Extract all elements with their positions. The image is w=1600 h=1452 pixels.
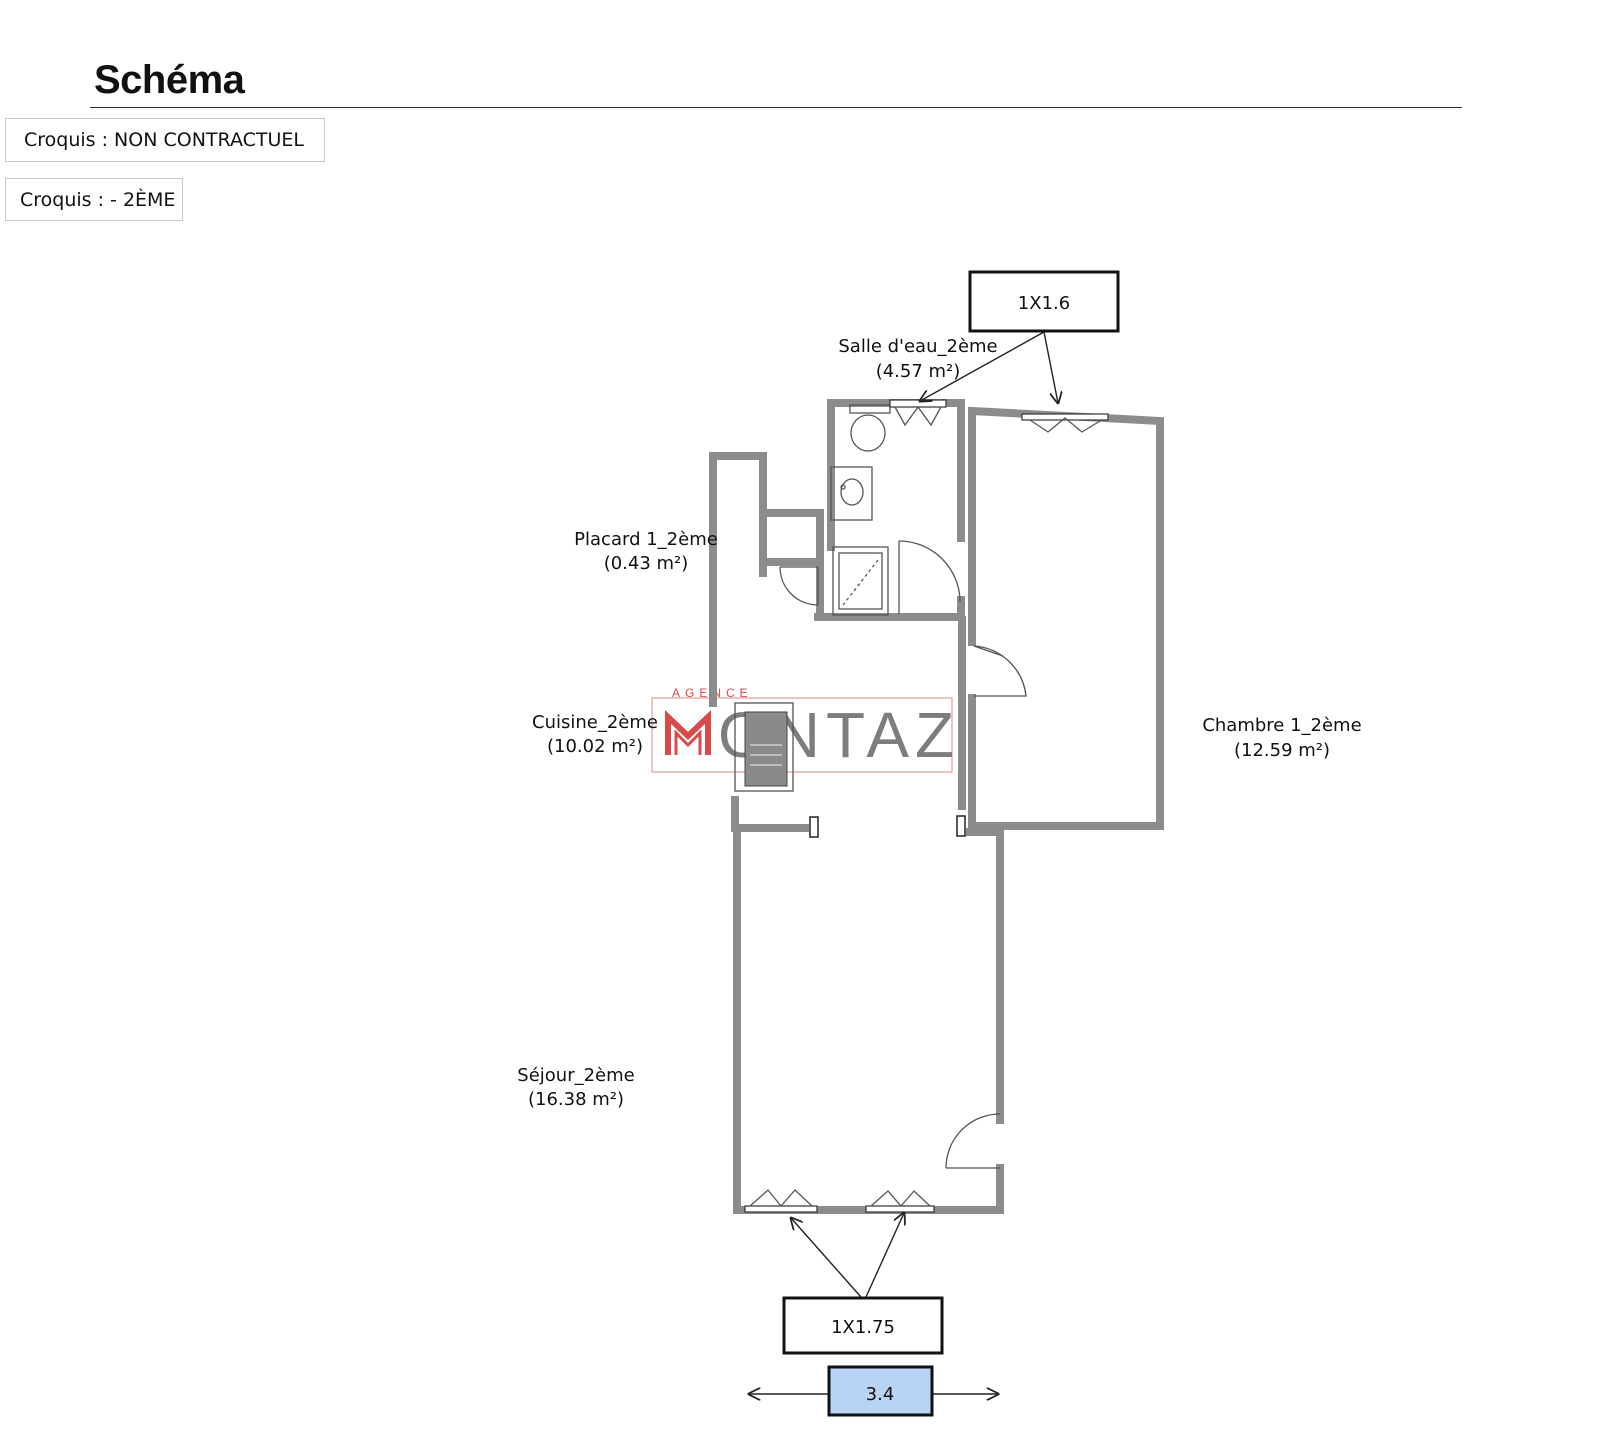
window-living-left-icon xyxy=(744,1189,818,1213)
wall-bedroom xyxy=(968,406,1164,830)
dimension-value: 3.4 xyxy=(866,1384,895,1405)
window-callout-bottom-box xyxy=(782,1296,944,1355)
walls xyxy=(709,399,1164,1214)
room-area-sejour: (16.38 m²) xyxy=(528,1089,624,1110)
door-bathroom-icon xyxy=(898,540,961,614)
sketch-disclaimer-text: Croquis : NON CONTRACTUEL xyxy=(24,129,304,151)
window-bedroom-icon xyxy=(1021,413,1109,433)
window-living-right-icon xyxy=(865,1190,935,1213)
window-callout-top-text: 1X1.6 xyxy=(1018,293,1070,314)
shower-icon xyxy=(832,546,889,616)
room-area-cuisine: (10.02 m²) xyxy=(547,736,643,757)
wall-bathroom xyxy=(827,399,965,551)
window-callout-bottom: 1X1.75 xyxy=(782,1213,944,1355)
window-callout-top-box xyxy=(968,270,1120,333)
floor-label: Croquis : - 2ÈME xyxy=(5,178,183,221)
room-label-cuisine: Cuisine_2ème (10.02 m²) xyxy=(532,712,658,757)
wall-living-right xyxy=(966,828,1004,1124)
room-label-chambre: Chambre 1_2ème (12.59 m²) xyxy=(1202,715,1361,761)
room-name-salle-eau: Salle d'eau_2ème xyxy=(838,336,997,357)
agency-watermark: AGENCE ONTAZ xyxy=(651,686,954,773)
arrow-to-bedroom-window xyxy=(1043,331,1058,403)
dimension-box xyxy=(827,1365,934,1417)
watermark-frame xyxy=(651,697,953,773)
room-area-placard: (0.43 m²) xyxy=(604,553,689,574)
room-label-placard: Placard 1_2ème (0.43 m²) xyxy=(574,529,718,574)
page-title: Schéma xyxy=(94,58,245,102)
wall-placard-top xyxy=(762,509,824,566)
door-jambs xyxy=(809,815,966,838)
window-bathroom-icon xyxy=(889,399,947,427)
title-divider xyxy=(90,107,1462,108)
watermark-logo-icon xyxy=(665,710,711,755)
room-name-placard: Placard 1_2ème xyxy=(574,529,718,550)
door-living-icon xyxy=(945,1113,1001,1169)
wall-kitchen-bottom xyxy=(731,796,809,832)
kitchen-sink-icon xyxy=(734,702,794,792)
room-area-salle-eau: (4.57 m²) xyxy=(876,361,961,382)
width-dimension: 3.4 xyxy=(749,1365,998,1417)
arrow-to-bathroom-window xyxy=(920,331,1045,401)
room-name-chambre: Chambre 1_2ème xyxy=(1202,715,1361,736)
toilet-icon xyxy=(849,404,891,452)
wall-placard-left xyxy=(709,452,767,707)
sketch-disclaimer-label: Croquis : NON CONTRACTUEL xyxy=(5,118,325,162)
room-label-salle-eau: Salle d'eau_2ème (4.57 m²) xyxy=(838,336,997,382)
room-label-sejour: Séjour_2ème (16.38 m²) xyxy=(517,1065,634,1110)
wall-living-room xyxy=(733,829,1004,1214)
door-placard-icon xyxy=(779,566,819,606)
room-name-sejour: Séjour_2ème xyxy=(517,1065,634,1086)
window-callout-top: 1X1.6 xyxy=(920,270,1120,403)
door-bedroom-icon xyxy=(973,645,1027,697)
arrow-to-living-window-right xyxy=(865,1213,904,1298)
window-callout-bottom-text: 1X1.75 xyxy=(831,1317,895,1338)
floor-label-text: Croquis : - 2ÈME xyxy=(20,188,176,211)
arrow-to-living-window-left xyxy=(791,1218,862,1298)
room-area-chambre: (12.59 m²) xyxy=(1234,740,1330,761)
room-name-cuisine: Cuisine_2ème xyxy=(532,712,658,733)
sink-icon xyxy=(830,466,873,521)
